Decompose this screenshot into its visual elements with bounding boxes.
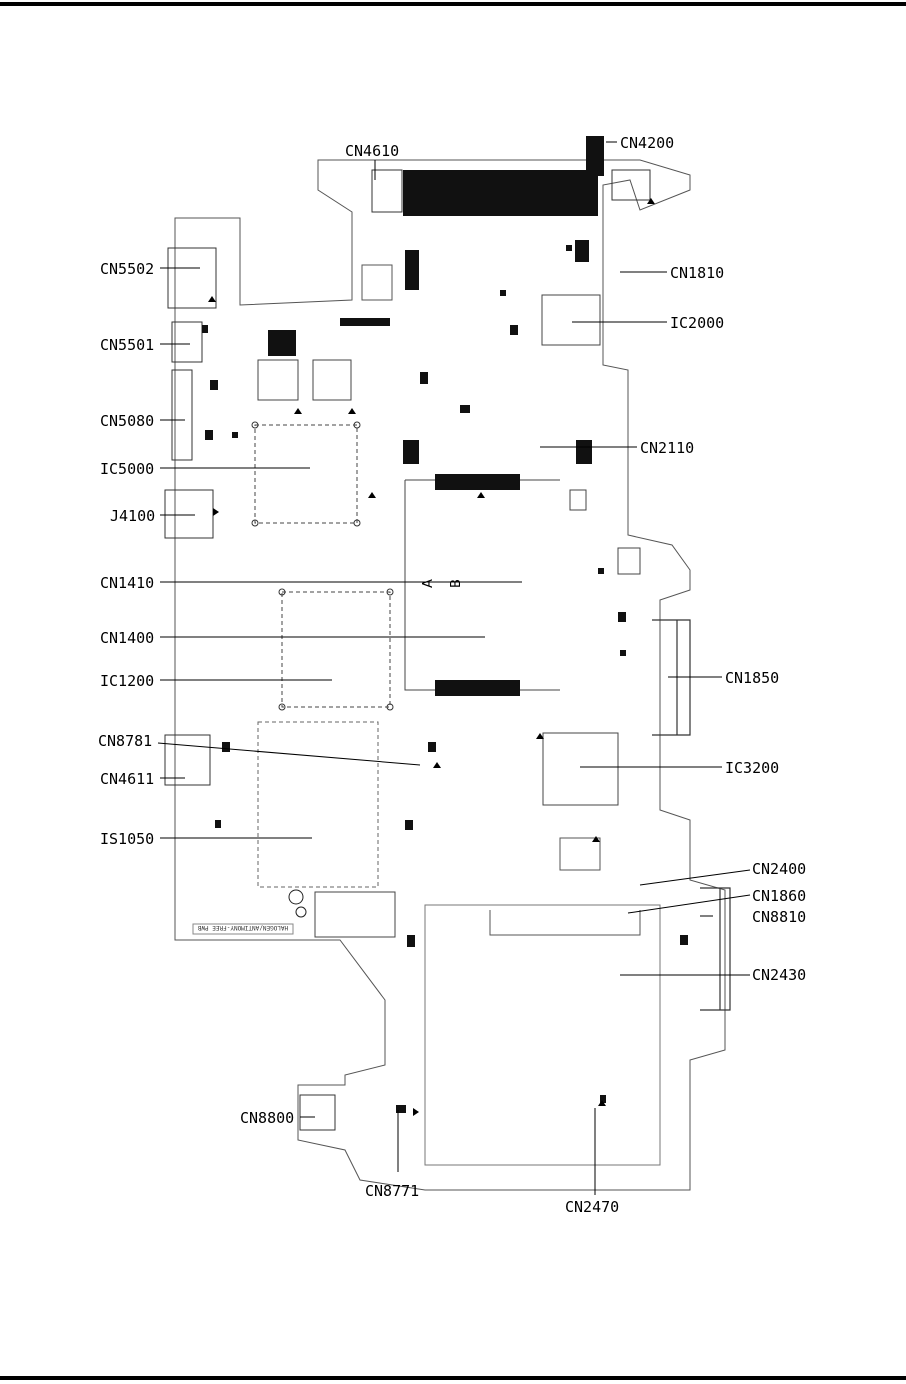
component-outline xyxy=(361,264,393,301)
mount-hole xyxy=(295,906,307,918)
callout-ic5000: IC5000 xyxy=(100,460,154,478)
cn8810-connector xyxy=(700,887,731,1011)
is1050-outline xyxy=(257,721,379,888)
small-components xyxy=(202,245,688,1113)
component-outline xyxy=(617,547,641,575)
cn1410-slot-outline xyxy=(404,479,560,691)
callout-cn8771: CN8771 xyxy=(365,1182,419,1200)
top-edge-connector-block xyxy=(403,170,598,216)
cn5502-connector xyxy=(167,247,217,309)
callout-cn4611: CN4611 xyxy=(100,770,154,788)
callout-cn1810: CN1810 xyxy=(670,264,724,282)
cn1410-connector-bottom xyxy=(435,680,520,696)
j4100-connector xyxy=(164,489,214,539)
ic5000-corner xyxy=(251,421,259,429)
component-block xyxy=(340,318,390,326)
silkscreen-text: HALOGEN/ANTIMONY-FREE PWB xyxy=(197,924,288,931)
ic5000-corner xyxy=(353,519,361,527)
component-outline xyxy=(312,359,352,401)
card-slot-outline xyxy=(489,910,641,936)
arrow-marks xyxy=(208,198,655,1116)
callout-cn2470: CN2470 xyxy=(565,1198,619,1216)
board-mark-a: A xyxy=(421,579,436,588)
cn1410-connector-top xyxy=(435,474,520,490)
callout-cn2430: CN2430 xyxy=(752,966,806,984)
ic5000-corner xyxy=(251,519,259,527)
ic1200-corner xyxy=(386,588,394,596)
cn4611-connector xyxy=(164,734,211,786)
component-outline xyxy=(559,837,601,871)
callout-cn1400: CN1400 xyxy=(100,629,154,647)
component-outline xyxy=(314,891,396,938)
cn8800-connector xyxy=(299,1094,336,1131)
callout-ic2000: IC2000 xyxy=(670,314,724,332)
callout-cn1850: CN1850 xyxy=(725,669,779,687)
component-block xyxy=(575,240,589,262)
callout-cn8781: CN8781 xyxy=(98,732,152,750)
component-outline xyxy=(569,489,587,511)
callout-cn1410: CN1410 xyxy=(100,574,154,592)
callout-cn4610: CN4610 xyxy=(345,142,399,160)
callout-cn2110: CN2110 xyxy=(640,439,694,457)
top-rule xyxy=(0,2,906,6)
callout-cn5502: CN5502 xyxy=(100,260,154,278)
mount-hole xyxy=(288,889,304,905)
callout-cn8800: CN8800 xyxy=(240,1109,294,1127)
ic1200-corner xyxy=(278,703,286,711)
component-block xyxy=(405,250,419,290)
callout-is1050: IS1050 xyxy=(100,830,154,848)
ic5000-outline xyxy=(254,424,358,524)
callout-cn5501: CN5501 xyxy=(100,336,154,354)
component-logo xyxy=(268,330,296,356)
bottom-rule xyxy=(0,1376,906,1380)
silkscreen-frame xyxy=(192,923,294,935)
callout-cn4200: CN4200 xyxy=(620,134,674,152)
callout-ic3200: IC3200 xyxy=(725,759,779,777)
callout-cn1860: CN1860 xyxy=(752,887,806,905)
callout-cn2400: CN2400 xyxy=(752,860,806,878)
ic1200-corner xyxy=(386,703,394,711)
callout-j4100: J4100 xyxy=(110,507,155,525)
board-inner-outline xyxy=(424,904,661,1166)
ic5000-corner xyxy=(353,421,361,429)
cn4200-connector xyxy=(586,136,604,176)
board-mark-b: B xyxy=(449,579,464,588)
ic3200-outline xyxy=(542,732,619,806)
cn5501-connector xyxy=(171,321,203,363)
leader-lines xyxy=(157,141,751,1195)
callout-cn5080: CN5080 xyxy=(100,412,154,430)
component-block xyxy=(403,440,419,464)
callout-ic1200: IC1200 xyxy=(100,672,154,690)
board-outline xyxy=(174,159,726,1191)
callout-cn8810: CN8810 xyxy=(752,908,806,926)
ic1200-outline xyxy=(281,591,391,708)
component-outline xyxy=(257,359,299,401)
cn4610-connector xyxy=(371,169,403,213)
component-block xyxy=(576,440,592,464)
cn5080-connector xyxy=(171,369,193,461)
ic1200-corner xyxy=(278,588,286,596)
cn4200-jack xyxy=(611,169,651,201)
ic2000-outline xyxy=(541,294,601,346)
